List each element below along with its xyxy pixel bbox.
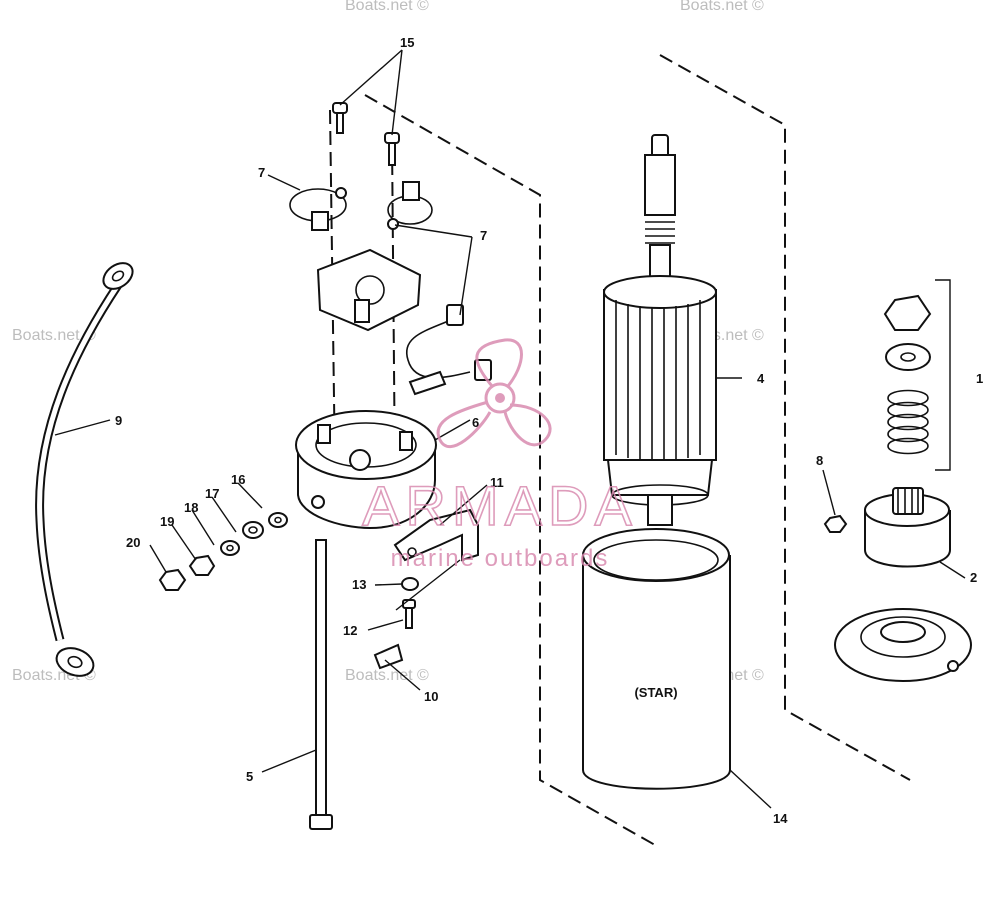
starter-housing-part-14: (STAR) [582, 528, 731, 790]
callout-label: 13 [352, 577, 366, 592]
watermark-text: Boats.net © [345, 667, 429, 684]
housing-label: (STAR) [634, 685, 677, 700]
callout-label: 9 [115, 413, 122, 428]
callout-label: 8 [816, 453, 823, 468]
brush-holder-plate [316, 248, 422, 332]
brush-part-7 [289, 181, 433, 231]
callout-label: 12 [343, 623, 357, 638]
callout-label: 10 [424, 689, 438, 704]
armature-part-4 [603, 134, 717, 526]
propeller-logo [436, 338, 552, 448]
callout-label: 18 [184, 500, 198, 515]
brand-name: ARMADA [362, 474, 638, 537]
callout-label: 5 [246, 769, 253, 784]
watermark-text: Boats.net © [12, 327, 96, 344]
callout-label: 11 [490, 475, 504, 490]
through-bolt-part-5 [309, 539, 333, 830]
callout-label: 16 [231, 472, 245, 487]
callout-label: 15 [400, 35, 414, 50]
callout-label: 7 [258, 165, 265, 180]
drive-pinion-part-2 [864, 487, 951, 568]
hardware-parts-10-12-13 [373, 577, 419, 670]
cable-part-9 [35, 262, 134, 677]
screw-part-15 [332, 102, 400, 166]
watermark-text: Boats.net © [680, 0, 764, 14]
washer-stack-parts-16-20 [158, 512, 288, 591]
brand-tagline: marine outboards [391, 545, 610, 572]
callout-label: 17 [205, 486, 219, 501]
drive-end-plate [834, 608, 972, 682]
callout-label: 1 [976, 371, 983, 386]
callout-label: 14 [773, 811, 788, 826]
callout-label: 7 [480, 228, 487, 243]
end-cap-housing [295, 410, 437, 530]
bracket-part-11 [393, 508, 479, 562]
drive-retainer-part-1 [883, 294, 932, 455]
callout-label: 6 [472, 415, 479, 430]
callout-label: 20 [126, 535, 140, 550]
callout-labels: 1 2 4 5 6 7 7 8 9 10 11 12 13 14 15 16 1… [115, 35, 983, 826]
nut-part-8 [823, 514, 848, 533]
watermark-text: Boats.net © [345, 0, 429, 14]
callout-label: 4 [757, 371, 765, 386]
callout-label: 2 [970, 570, 977, 585]
callout-label: 19 [160, 514, 174, 529]
leader-lines [54, 49, 966, 809]
armada-brand-watermark: ARMADA marine outboards [361, 338, 638, 572]
callout-bracket-part-1 [935, 279, 951, 471]
